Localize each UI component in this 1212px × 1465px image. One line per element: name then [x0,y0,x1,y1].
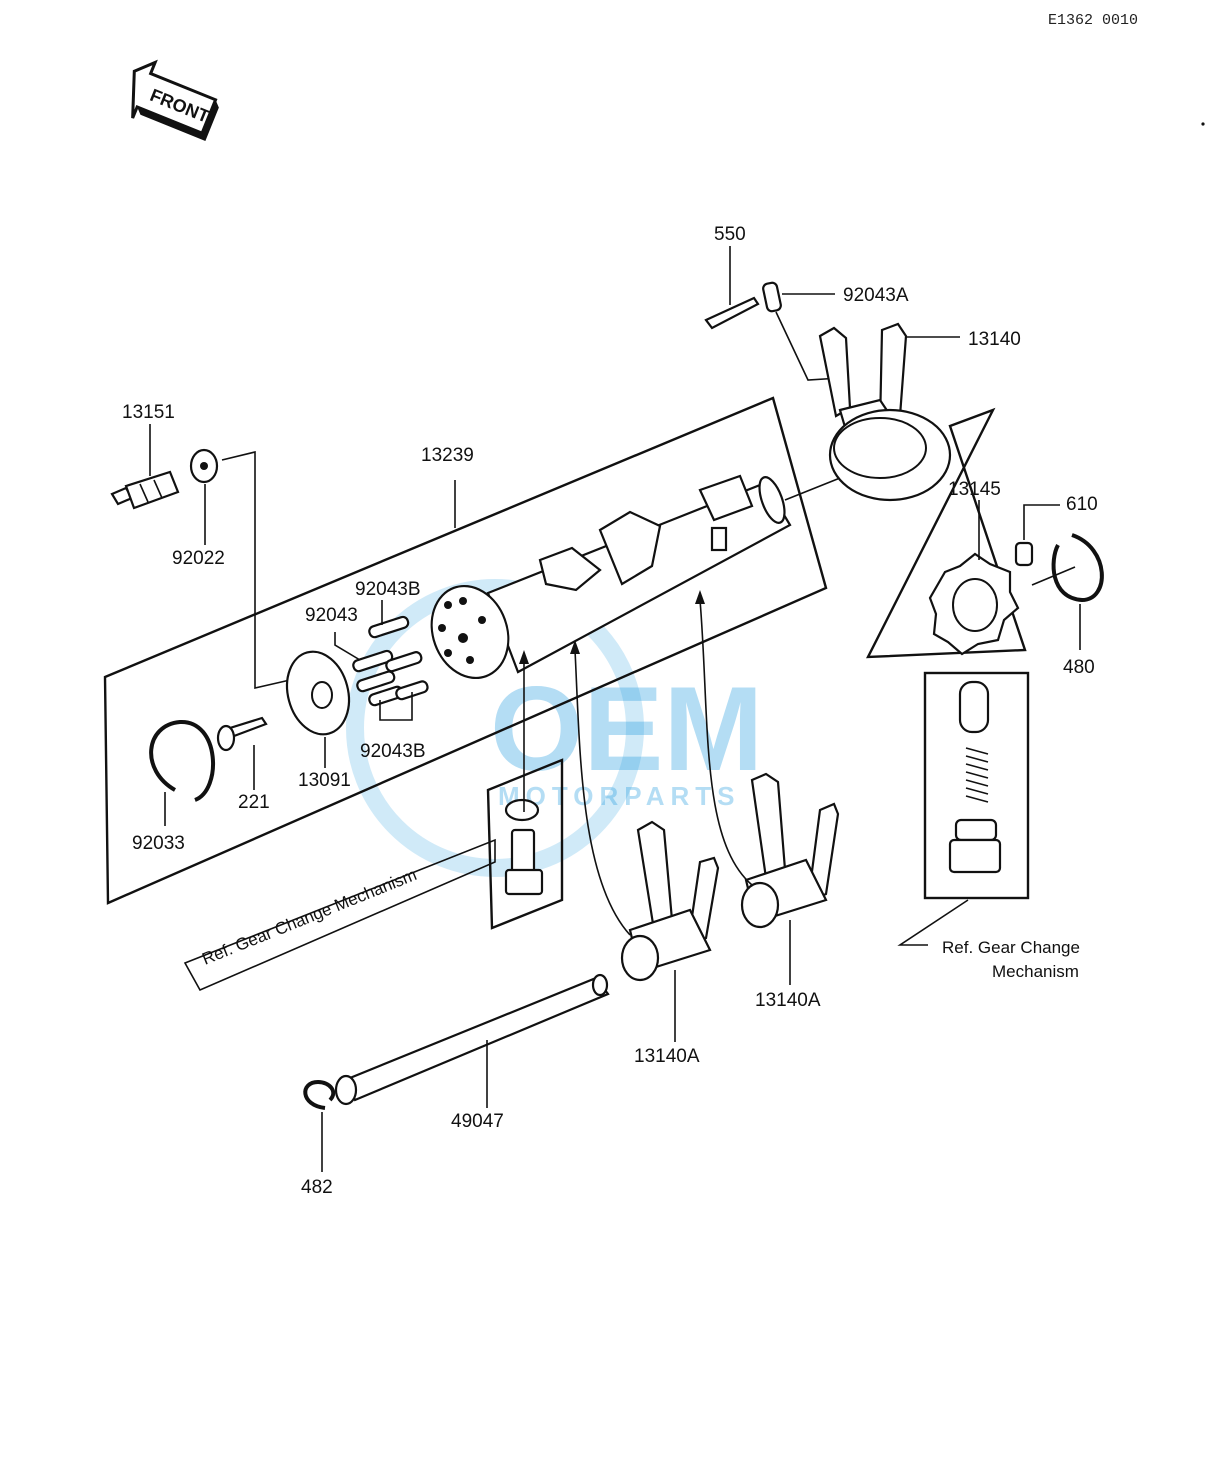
label-92043A: 92043A [843,285,909,306]
arrowhead-fork-right [695,590,705,604]
detent-parts [948,680,1002,874]
leader-92043B-bottom [379,692,413,721]
pin-92043A [762,281,782,313]
label-550: 550 [714,224,746,245]
label-92022: 92022 [172,548,225,569]
pins-92043 [352,615,429,707]
ref-right-line2: Mechanism [992,962,1079,981]
detent-bolt-parts [504,798,544,896]
screw-221 [216,716,268,752]
label-13091: 13091 [298,770,351,791]
cam-13145 [928,552,1020,656]
pin-610 [1014,541,1034,567]
label-13140A-left: 13140A [634,1046,700,1067]
neutral-switch [110,470,180,510]
label-610: 610 [1066,494,1098,515]
circlip-92033 [149,719,215,802]
label-13140A-right: 13140A [755,990,821,1011]
label-221: 221 [238,792,270,813]
shift-drum [430,474,792,680]
ref-left-banner [183,838,496,992]
label-482: 482 [301,1177,333,1198]
label-92033: 92033 [132,833,185,854]
bolt-ref-box [486,758,564,930]
shift-rod-49047 [334,973,610,1106]
ref-left-label: Ref. Gear Change Mechanism [199,865,419,969]
axis-480 [1031,566,1076,586]
shift-fork-13140 [818,322,952,502]
page-dot [1201,122,1205,126]
drum-assembly-frame [103,396,828,905]
ref-right-line1: Ref. Gear Change [942,938,1080,957]
leader-610 [1023,504,1060,540]
label-92043B-top: 92043B [355,579,421,600]
leader-switch-axis [221,450,291,690]
clip-482 [303,1079,336,1110]
detent-ref-box [923,671,1030,900]
arrowhead-fork-left [570,640,580,654]
arrowhead-bolt [519,650,529,664]
leader-fork-right-to-drum [699,599,753,886]
label-49047: 49047 [451,1111,504,1132]
watermark-brand: OEM [490,662,763,796]
diagram-code: E1362 0010 [1048,12,1138,29]
circlip-480 [1051,533,1104,603]
leader-92043 [334,632,361,661]
label-480: 480 [1063,657,1095,678]
shift-fork-13140A-left [620,820,720,982]
front-arrow-icon: FRONT [131,59,219,141]
cotter-pin-550 [704,296,760,330]
label-92043B-bottom: 92043B [360,741,426,762]
label-13140: 13140 [968,329,1021,350]
label-13145: 13145 [948,479,1001,500]
label-92043: 92043 [305,605,358,626]
leader-ref-right [897,899,969,946]
drum-plate-13091 [285,650,351,736]
leader-fork-left-to-drum [574,649,631,936]
label-13151: 13151 [122,402,175,423]
shift-fork-13140A-right [740,772,840,929]
label-13239: 13239 [421,445,474,466]
